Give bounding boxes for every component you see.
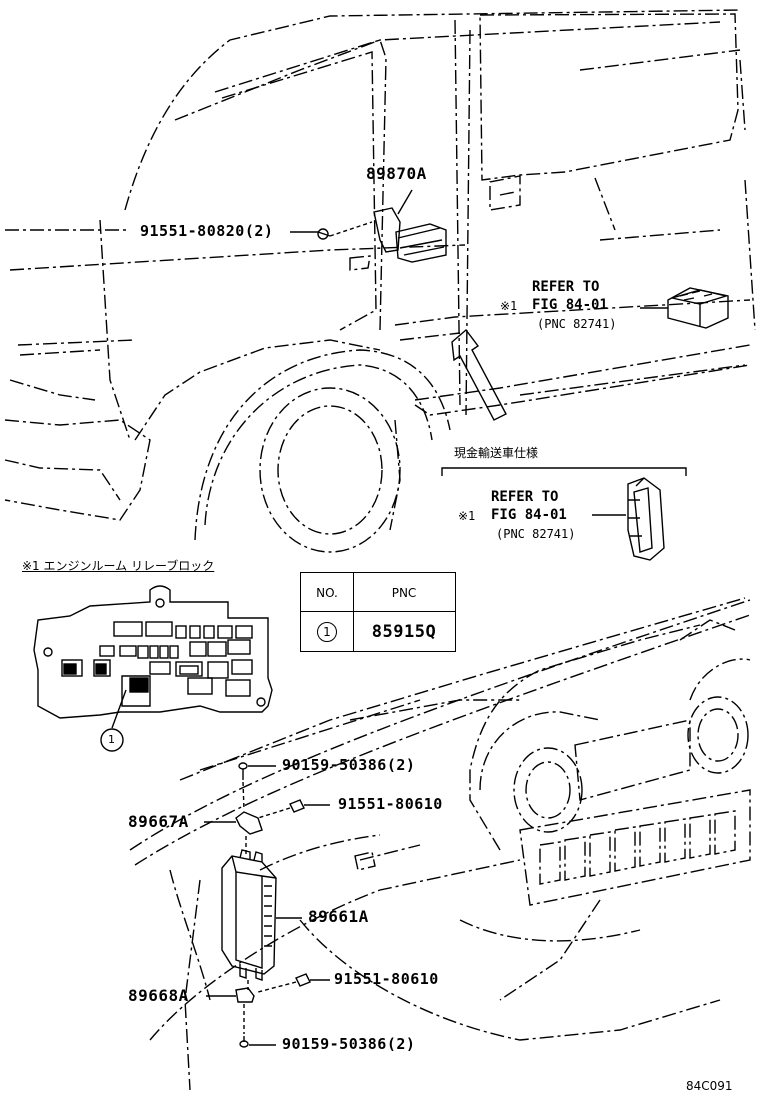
table-head-no: NO.: [316, 586, 338, 600]
upper-vehicle-outline: [4, 9, 756, 553]
pnc-table: NO. PNC 1 85915Q: [300, 572, 456, 652]
refer-upper-line2: FIG 84-01: [532, 297, 608, 313]
part-91551-80610-mid-label: 91551-80610: [338, 795, 443, 813]
refer-lower-line2: FIG 84-01: [491, 507, 567, 523]
bolt-91551-80820-drawing: [290, 221, 373, 240]
pointer-arrow: [451, 328, 507, 421]
relay-block-upper-drawing: [640, 287, 729, 329]
engine-room-relay-block: [33, 585, 273, 752]
callout-1: 1: [108, 733, 115, 746]
lower-vehicle-outline: [129, 597, 751, 1091]
part-89870a-label: 89870A: [366, 164, 427, 183]
cash-spec-title: 現金輸送車仕様: [454, 446, 539, 460]
part-89661a-label: 89661A: [308, 907, 369, 926]
refer-lower-line3: (PNC 82741): [496, 527, 576, 541]
table-row-no: 1: [317, 622, 337, 642]
refer-upper-line1: REFER TO: [532, 279, 600, 295]
part-91551-80820-label: 91551-80820(2): [140, 222, 274, 240]
figure-code: 84C091: [686, 1079, 733, 1093]
mounting-assembly-drawing: [204, 762, 330, 1048]
table-row-pnc: 85915Q: [371, 622, 437, 642]
refer-lower-mark: ※1: [458, 509, 476, 523]
part-90159-50386-top-label: 90159-50386(2): [282, 756, 416, 774]
relay-block-title: ※1 エンジンルーム リレーブロック: [22, 559, 215, 573]
part-90159-50386-bottom-label: 90159-50386(2): [282, 1035, 416, 1053]
refer-upper-mark: ※1: [500, 299, 518, 313]
part-89668a-label: 89668A: [128, 986, 189, 1005]
refer-lower-line1: REFER TO: [491, 489, 559, 505]
part-91551-80610-low-label: 91551-80610: [334, 970, 439, 988]
refer-upper-line3: (PNC 82741): [537, 317, 617, 331]
relay-block-lower-drawing: [627, 477, 665, 561]
part-89667a-label: 89667A: [128, 812, 189, 831]
table-head-pnc: PNC: [391, 586, 417, 600]
ecu-89870a-drawing: [373, 189, 447, 263]
cash-spec-bracket: [441, 467, 687, 516]
